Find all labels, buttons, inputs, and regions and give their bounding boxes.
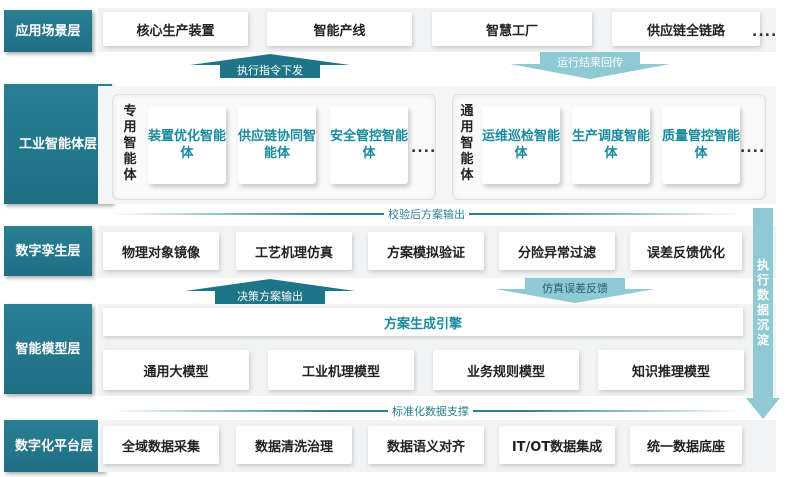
agent-device-opt: 装置优化智能体 [148,106,226,184]
model-item-general-llm: 通用大模型 [103,350,249,390]
sim-feedback-label: 仿真误差反馈 [542,282,608,295]
special-more-dots: .... [411,140,437,156]
platform-item-semantic: 数据语义对齐 [368,426,484,464]
agent-supply-chain: 供应链协同智能体 [238,106,316,184]
twin-item-mirror: 物理对象镜像 [103,232,219,270]
platform-item-clean: 数据清洗治理 [236,426,352,464]
twin-item-risk-filter: 分险异常过滤 [499,232,615,270]
data-sink-label: 执行数据沉淀 [756,258,769,347]
platform-item-collect: 全域数据采集 [103,426,219,464]
general-more-dots: .... [740,140,766,156]
twin-item-error-feedback: 误差反馈优化 [630,232,742,270]
agent-quality: 质量管控智能体 [662,106,740,184]
standard-label: 标准化数据支撑 [388,403,473,419]
run-result-label: 运行结果回传 [557,56,623,69]
platform-item-base: 统一数据底座 [630,426,742,464]
general-agent-label: 通用智能体 [460,104,474,183]
layer-label-platform: 数字化平台层 [4,420,104,472]
agent-scheduling: 生产调度智能体 [572,106,650,184]
special-agent-label: 专用智能体 [123,104,137,183]
app-item-supply-chain: 供应链全链路 [612,12,760,46]
twin-item-process-sim: 工艺机理仿真 [236,232,352,270]
model-item-mechanism: 工业机理模型 [268,350,414,390]
verified-label: 校验后方案输出 [384,206,469,222]
layer-label-app: 应用场景层 [4,10,92,52]
platform-item-itot: IT/OT数据集成 [499,426,615,464]
exec-cmd-arrow [190,54,350,78]
data-sink-arrow [746,208,780,419]
scheme-engine: 方案生成引擎 [103,308,743,336]
app-item-core-device: 核心生产装置 [103,12,248,46]
run-result-arrow [510,52,670,79]
twin-item-scheme-verify: 方案模拟验证 [368,232,484,270]
agent-safety: 安全管控智能体 [330,106,408,184]
app-item-smart-line: 智能产线 [267,12,412,46]
layer-label-twin: 数字孪生层 [4,226,92,276]
app-more-dots: .... [752,24,778,40]
model-item-business-rule: 业务规则模型 [433,350,579,390]
layer-label-agent: 工业智能体层 [4,84,112,204]
decision-arrow [185,279,355,305]
layer-label-model: 智能模型层 [4,304,92,394]
app-item-smart-factory: 智慧工厂 [432,12,592,46]
sim-feedback-arrow [495,278,655,303]
decision-label: 决策方案输出 [237,290,303,303]
agent-maintenance: 运维巡检智能体 [482,106,560,184]
model-item-knowledge: 知识推理模型 [598,350,744,390]
exec-cmd-label: 执行指令下发 [237,64,303,77]
